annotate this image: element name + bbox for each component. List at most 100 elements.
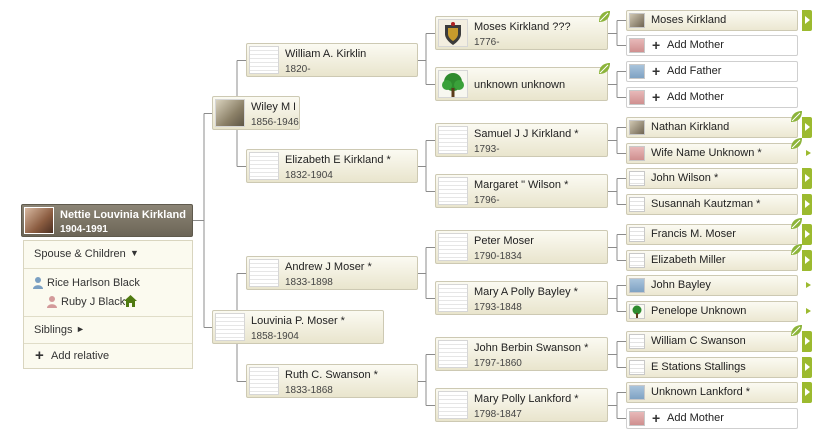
female-person-icon — [46, 295, 58, 308]
person-name: Penelope Unknown — [651, 305, 747, 317]
person-name: Nathan Kirkland — [651, 121, 730, 133]
person-name: John Berbin Swanson * — [474, 342, 589, 354]
person-photo-icon — [629, 227, 645, 242]
person-name: Susannah Kautzman * — [651, 198, 761, 210]
siblings-label: Siblings — [34, 324, 73, 336]
person-card-great-grandparent[interactable]: Margaret " Wilson * 1796- — [435, 174, 608, 208]
person-card-great-grandparent[interactable]: John Berbin Swanson * 1797-1860 — [435, 337, 608, 371]
add-mother-label: Add Mother — [667, 91, 724, 103]
spouse-children-toggle[interactable]: Spouse & Children ▼ — [24, 241, 192, 269]
expand-ancestors-arrow[interactable] — [802, 10, 812, 31]
expand-ancestors-arrow[interactable] — [802, 117, 812, 138]
person-photo — [215, 99, 245, 127]
add-father-button[interactable]: + Add Father — [626, 61, 798, 82]
person-photo-icon — [629, 360, 645, 375]
root-person-photo — [24, 207, 54, 234]
person-card-great-grandparent[interactable]: Mary A Polly Bayley * 1793-1848 — [435, 281, 608, 315]
person-card-great-grandparent[interactable]: Moses Kirkland ??? 1776- — [435, 16, 608, 50]
person-name: Peter Moser — [474, 235, 534, 247]
person-card-gen4[interactable]: Francis M. Moser — [626, 224, 798, 245]
person-photo-icon — [629, 334, 645, 349]
person-dates: 1796- — [474, 195, 500, 206]
person-photo-icon — [629, 171, 645, 186]
siblings-toggle[interactable]: Siblings ► — [24, 316, 192, 344]
person-dates: 1858-1904 — [251, 331, 299, 342]
person-card-father[interactable]: Wiley M Kirkland * 1856-1946 — [212, 96, 300, 130]
person-name: Moses Kirkland — [651, 14, 727, 26]
person-card-gen4[interactable]: John Bayley — [626, 275, 798, 296]
expand-ancestors-arrow[interactable] — [802, 194, 812, 215]
person-card-grandparent[interactable]: Andrew J Moser * 1833-1898 — [246, 256, 418, 290]
expand-ancestors-arrow[interactable] — [802, 250, 812, 271]
person-photo — [438, 284, 468, 312]
person-card-gen4[interactable]: Nathan Kirkland — [626, 117, 798, 138]
male-person-icon — [32, 276, 44, 289]
hint-leaf-icon[interactable] — [598, 10, 611, 23]
hint-leaf-icon[interactable] — [790, 243, 803, 256]
male-silhouette-icon — [629, 278, 645, 293]
person-card-gen4[interactable]: Susannah Kautzman * — [626, 194, 798, 215]
person-photo — [215, 313, 245, 341]
plus-icon: + — [35, 347, 44, 364]
expand-ancestors-arrow[interactable] — [802, 168, 812, 189]
expand-ancestors-arrow[interactable] — [802, 382, 812, 403]
person-name: William C Swanson — [651, 335, 746, 347]
person-name: Margaret " Wilson * — [474, 179, 569, 191]
person-name: Mary A Polly Bayley * — [474, 286, 578, 298]
expand-ancestors-arrow[interactable] — [802, 224, 812, 245]
person-card-gen4[interactable]: Moses Kirkland — [626, 10, 798, 31]
person-card-mother[interactable]: Louvinia P. Moser * 1858-1904 — [212, 310, 384, 344]
child-link[interactable]: Ruby J Black — [61, 296, 126, 308]
add-mother-label: Add Mother — [667, 412, 724, 424]
person-card-gen4[interactable]: Penelope Unknown — [626, 301, 798, 322]
person-name: John Wilson * — [651, 172, 719, 184]
hint-leaf-icon[interactable] — [790, 110, 803, 123]
person-dates: 1856-1946 — [251, 117, 299, 128]
female-silhouette-icon — [629, 38, 645, 53]
spouse-link[interactable]: Rice Harlson Black — [47, 277, 140, 289]
expand-small-arrow-icon[interactable] — [806, 282, 811, 288]
person-photo — [249, 46, 279, 74]
expand-ancestors-arrow[interactable] — [802, 357, 812, 378]
hint-leaf-icon[interactable] — [790, 324, 803, 337]
person-card-grandparent[interactable]: Ruth C. Swanson * 1833-1868 — [246, 364, 418, 398]
family-crest-icon — [438, 19, 468, 47]
person-name: John Bayley — [651, 279, 711, 291]
person-card-grandparent[interactable]: William A. Kirklin 1820- — [246, 43, 418, 77]
root-person-card[interactable]: Nettie Louvinia Kirkland 1904-1991 — [21, 204, 193, 237]
person-name: Samuel J J Kirkland * — [474, 128, 579, 140]
person-card-grandparent[interactable]: Elizabeth E Kirkland * 1832-1904 — [246, 149, 418, 183]
add-mother-button[interactable]: + Add Mother — [626, 35, 798, 56]
person-photo — [249, 259, 279, 287]
person-card-gen4[interactable]: Elizabeth Miller — [626, 250, 798, 271]
person-dates: 1832-1904 — [285, 170, 333, 181]
add-mother-button[interactable]: + Add Mother — [626, 87, 798, 108]
person-name: unknown unknown — [474, 79, 566, 91]
expand-small-arrow-icon[interactable] — [806, 150, 811, 156]
person-name: Wiley M Kirkland * — [251, 101, 295, 113]
hint-leaf-icon[interactable] — [790, 217, 803, 230]
person-name: William A. Kirklin — [285, 48, 367, 60]
person-card-great-grandparent[interactable]: Mary Polly Lankford * 1798-1847 — [435, 388, 608, 422]
person-card-great-grandparent[interactable]: unknown unknown — [435, 67, 608, 101]
person-card-gen4[interactable]: Unknown Lankford * — [626, 382, 798, 403]
person-card-gen4[interactable]: William C Swanson — [626, 331, 798, 352]
person-name: Moses Kirkland ??? — [474, 21, 571, 33]
person-card-gen4[interactable]: Wife Name Unknown * — [626, 143, 798, 164]
person-name: Francis M. Moser — [651, 228, 736, 240]
person-name: Unknown Lankford * — [651, 386, 751, 398]
hint-leaf-icon[interactable] — [790, 137, 803, 150]
person-photo — [438, 177, 468, 205]
add-relative-button[interactable]: + Add relative — [24, 343, 192, 369]
person-card-great-grandparent[interactable]: Samuel J J Kirkland * 1793- — [435, 123, 608, 157]
expand-small-arrow-icon[interactable] — [806, 308, 811, 314]
person-card-gen4[interactable]: E Stations Stallings — [626, 357, 798, 378]
hint-leaf-icon[interactable] — [598, 62, 611, 75]
add-mother-button[interactable]: + Add Mother — [626, 408, 798, 429]
expand-ancestors-arrow[interactable] — [802, 331, 812, 352]
home-icon — [124, 295, 137, 307]
person-card-gen4[interactable]: John Wilson * — [626, 168, 798, 189]
add-mother-label: Add Mother — [667, 39, 724, 51]
person-card-great-grandparent[interactable]: Peter Moser 1790-1834 — [435, 230, 608, 264]
add-father-label: Add Father — [667, 65, 722, 77]
